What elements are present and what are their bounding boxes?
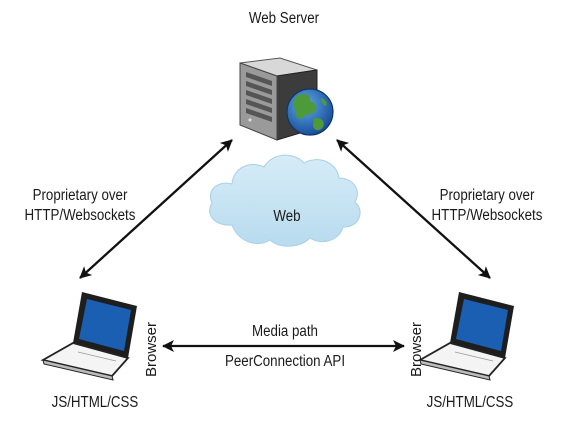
right-protocol-line1: Proprietary over [439, 187, 535, 204]
left-signaling-arrow [79, 139, 233, 279]
globe-icon [286, 88, 334, 136]
laptop-icon [40, 292, 137, 381]
right-browser-label: Browser [408, 321, 425, 377]
right-signaling-arrow [336, 139, 491, 279]
left-protocol-label: Proprietary over HTTP/Websockets [16, 186, 145, 226]
left-protocol-line2: HTTP/Websockets [24, 207, 136, 224]
right-protocol-line2: HTTP/Websockets [431, 207, 543, 224]
left-browser-label: Browser [143, 321, 160, 377]
web-label: Web [273, 208, 301, 225]
server-icon [239, 57, 318, 141]
cloud-icon [209, 154, 361, 247]
web-server-label: Web Server [248, 10, 320, 27]
peerconnection-api-label: PeerConnection API [224, 353, 346, 370]
media-path-label: Media path [252, 323, 318, 340]
left-protocol-line1: Proprietary over [32, 187, 128, 204]
left-stack-label: JS/HTML/CSS [51, 394, 139, 411]
right-stack-label: JS/HTML/CSS [426, 394, 514, 411]
right-protocol-label: Proprietary over HTTP/Websockets [423, 186, 552, 226]
laptop-icon [417, 292, 514, 381]
